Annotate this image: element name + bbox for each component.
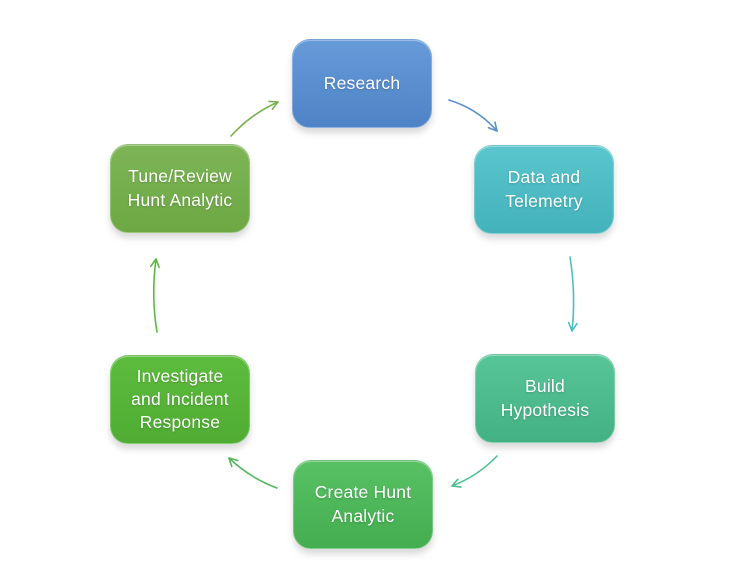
arrow-research-to-data-icon: [448, 99, 498, 132]
node-tune-review-hunt-analytic: Tune/Review Hunt Analytic: [110, 144, 250, 233]
arrow-investigate-to-tune-icon: [150, 258, 160, 333]
node-tune-review-hunt-analytic-label: Tune/Review Hunt Analytic: [127, 166, 233, 210]
node-data-and-telemetry: Data and Telemetry: [474, 145, 614, 234]
arrow-data-to-build-icon: [567, 256, 578, 332]
node-investigate-and-incident-response: Investigate and Incident Response: [110, 355, 250, 444]
node-build-hypothesis-label: Build Hypothesis: [500, 376, 590, 420]
arrow-build-to-create-icon: [451, 455, 498, 488]
node-data-and-telemetry-label: Data and Telemetry: [505, 167, 583, 211]
node-build-hypothesis: Build Hypothesis: [475, 354, 615, 443]
node-investigate-and-incident-response-label: Investigate and Incident Response: [131, 365, 229, 433]
arrow-tune-to-research-icon: [230, 100, 279, 137]
arrow-create-to-investigate-icon: [228, 457, 278, 489]
node-research: Research: [292, 39, 432, 128]
node-research-label: Research: [323, 72, 401, 93]
node-create-hunt-analytic: Create Hunt Analytic: [293, 460, 433, 549]
node-create-hunt-analytic-label: Create Hunt Analytic: [314, 482, 412, 526]
